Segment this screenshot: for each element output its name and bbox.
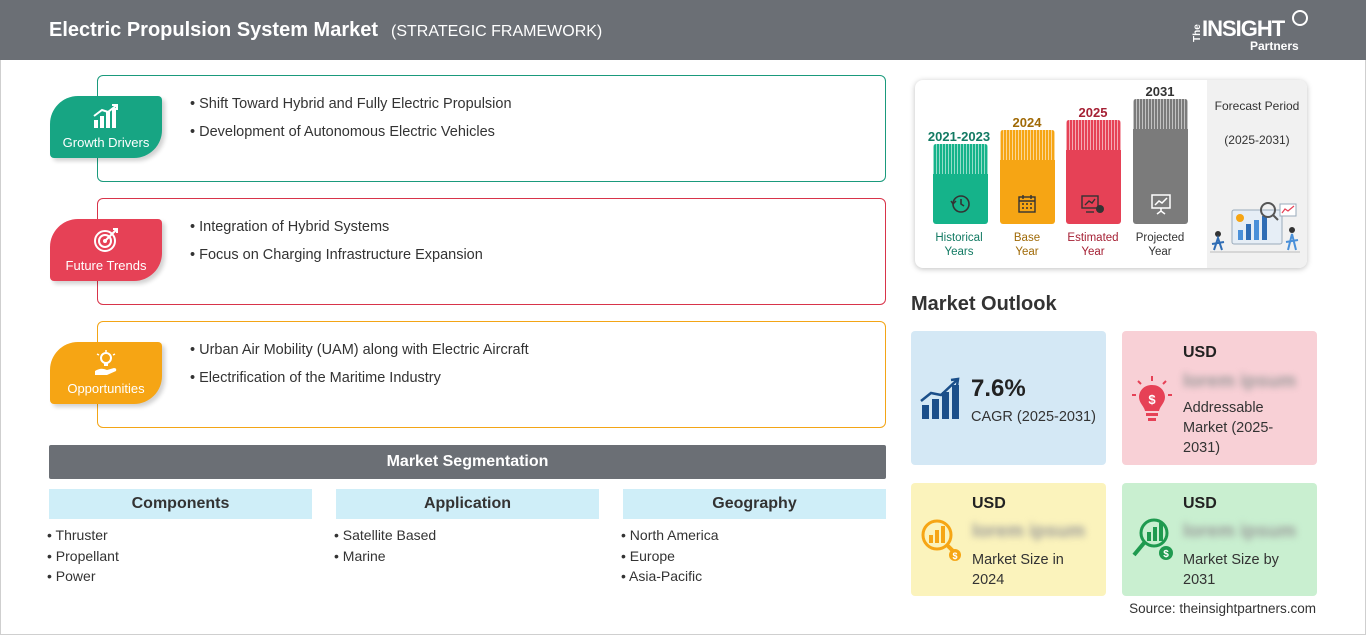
segment-list-geography: North America Europe Asia-Pacific bbox=[621, 527, 719, 589]
future-trends-list: Integration of Hybrid Systems Focus on C… bbox=[190, 219, 483, 275]
future-trends-label: Future Trends bbox=[65, 258, 147, 273]
market-size-2024-card: $ USD lorem ipsum Market Size in 2024 bbox=[911, 483, 1106, 596]
list-item: Shift Toward Hybrid and Fully Electric P… bbox=[190, 96, 511, 124]
growth-drivers-list: Shift Toward Hybrid and Fully Electric P… bbox=[190, 96, 512, 152]
market-size-2031-card: $ USD lorem ipsum Market Size by 2031 bbox=[1122, 483, 1317, 596]
future-trends-tag: Future Trends bbox=[50, 219, 162, 281]
year-estimated: 2025 bbox=[1078, 105, 1108, 120]
market-outlook-title: Market Outlook bbox=[911, 293, 1057, 315]
list-item: North America bbox=[621, 527, 719, 548]
size-2024-label: Market Size in 2024 bbox=[972, 552, 1064, 588]
opportunities-box: Urban Air Mobility (UAM) along with Elec… bbox=[97, 321, 886, 428]
growth-drivers-label: Growth Drivers bbox=[62, 135, 150, 150]
page-title: Electric Propulsion System Market bbox=[49, 19, 379, 41]
label-base-line2: Year bbox=[1015, 246, 1039, 258]
size-2031-label: Market Size by 2031 bbox=[1183, 552, 1279, 588]
segment-heading-components: Components bbox=[49, 489, 312, 519]
addressable-value: lorem ipsum bbox=[1183, 371, 1296, 392]
year-projected: 2031 bbox=[1145, 84, 1175, 99]
segment-list-components: Thruster Propellant Power bbox=[47, 527, 119, 589]
cagr-value: 7.6% bbox=[971, 375, 1026, 402]
logo-insight: INSIGHT bbox=[1202, 16, 1285, 41]
segment-list-application: Satellite Based Marine bbox=[334, 527, 436, 568]
label-base-line1: Base bbox=[1013, 232, 1041, 244]
future-trends-box: Integration of Hybrid Systems Focus on C… bbox=[97, 198, 886, 305]
cagr-label: CAGR (2025-2031) bbox=[971, 409, 1096, 425]
label-historical-line2: Years bbox=[944, 246, 974, 258]
growth-chart-icon bbox=[93, 104, 118, 128]
label-projected: Projected Year bbox=[1120, 231, 1200, 259]
estimate-chart-icon bbox=[1081, 195, 1104, 213]
year-historical: 2021-2023 bbox=[927, 129, 991, 144]
page-subtitle: (STRATEGIC FRAMEWORK) bbox=[391, 23, 603, 40]
target-icon bbox=[94, 228, 118, 252]
size-2024-value: lorem ipsum bbox=[972, 521, 1085, 542]
size-2024-currency: USD bbox=[972, 495, 1006, 512]
forecast-period-title: Forecast Period bbox=[1214, 99, 1300, 113]
list-item: Propellant bbox=[47, 548, 119, 569]
list-item: Development of Autonomous Electric Vehic… bbox=[190, 124, 512, 152]
list-item: Urban Air Mobility (UAM) along with Elec… bbox=[190, 342, 529, 370]
year-base: 2024 bbox=[1012, 115, 1042, 130]
opportunities-label: Opportunities bbox=[67, 381, 145, 396]
lightbulb-hand-icon bbox=[95, 350, 117, 375]
market-segmentation-bar: Market Segmentation bbox=[49, 445, 886, 479]
bar-estimated bbox=[1066, 120, 1121, 224]
svg-text:$: $ bbox=[952, 551, 957, 561]
list-item: Power bbox=[47, 568, 119, 589]
label-estimated-line1: Estimated bbox=[1067, 232, 1119, 244]
label-estimated-line2: Year bbox=[1081, 246, 1105, 258]
opportunities-tag: Opportunities bbox=[50, 342, 162, 404]
analytics-people-illustration bbox=[1210, 202, 1300, 253]
svg-text:$: $ bbox=[1148, 392, 1156, 407]
cagr-card: 7.6% CAGR (2025-2031) bbox=[911, 331, 1106, 465]
list-item: Electrification of the Maritime Industry bbox=[190, 370, 529, 398]
calendar-icon bbox=[1018, 195, 1036, 213]
label-historical-line1: Historical bbox=[935, 232, 983, 244]
opportunities-list: Urban Air Mobility (UAM) along with Elec… bbox=[190, 342, 529, 398]
segment-heading-application: Application bbox=[336, 489, 599, 519]
source-citation: Source: theinsightpartners.com bbox=[1129, 601, 1316, 616]
bar-projected bbox=[1133, 99, 1188, 224]
list-item: Integration of Hybrid Systems bbox=[190, 219, 483, 247]
growth-drivers-tag: Growth Drivers bbox=[50, 96, 162, 158]
list-item: Focus on Charging Infrastructure Expansi… bbox=[190, 247, 483, 275]
addressable-label: Addressable Market (2025-2031) bbox=[1183, 400, 1274, 456]
market-forecast-chart-icon: $ bbox=[1132, 518, 1173, 560]
list-item: Satellite Based bbox=[334, 527, 436, 548]
bar-historical bbox=[933, 144, 988, 224]
addressable-market-card: $ USD lorem ipsum Addressable Market (20… bbox=[1122, 331, 1317, 465]
label-estimated: Estimated Year bbox=[1053, 231, 1133, 259]
list-item: Thruster bbox=[47, 527, 119, 548]
label-base: Base Year bbox=[987, 231, 1067, 259]
growth-drivers-box: Shift Toward Hybrid and Fully Electric P… bbox=[97, 75, 886, 182]
svg-text:$: $ bbox=[1163, 549, 1169, 560]
growth-bars-icon bbox=[920, 377, 960, 419]
label-projected-line1: Projected bbox=[1135, 232, 1185, 244]
segment-heading-geography: Geography bbox=[623, 489, 886, 519]
size-2031-value: lorem ipsum bbox=[1183, 521, 1296, 542]
addressable-currency: USD bbox=[1183, 344, 1217, 361]
logo-partners: Partners bbox=[1250, 39, 1299, 53]
size-2031-currency: USD bbox=[1183, 495, 1217, 512]
insight-partners-logo[interactable]: The INSIGHT Partners bbox=[1188, 8, 1308, 54]
forecast-period-range: (2025-2031) bbox=[1224, 133, 1290, 147]
market-size-chart-icon: $ bbox=[921, 519, 961, 561]
presentation-board-icon bbox=[1151, 194, 1171, 215]
label-projected-line2: Year bbox=[1148, 246, 1172, 258]
logo-ring-icon bbox=[1292, 10, 1308, 26]
list-item: Asia-Pacific bbox=[621, 568, 719, 589]
idea-dollar-icon: $ bbox=[1132, 376, 1172, 421]
history-clock-icon bbox=[950, 195, 970, 213]
list-item: Marine bbox=[334, 548, 436, 569]
label-historical: Historical Years bbox=[919, 231, 999, 259]
list-item: Europe bbox=[621, 548, 719, 569]
header-bar: Electric Propulsion System Market (STRAT… bbox=[0, 0, 1366, 60]
